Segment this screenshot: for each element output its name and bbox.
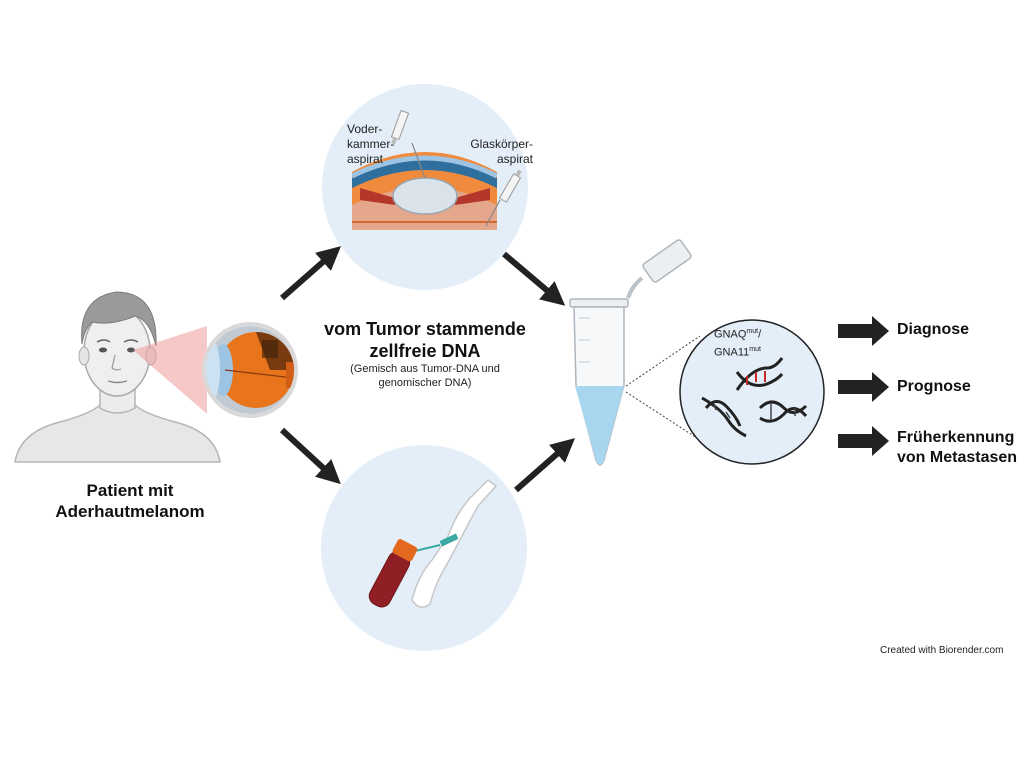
vitreous-label-line-2: aspirat: [496, 152, 533, 166]
gene-label-gna11-base: GNA11: [714, 346, 750, 359]
cfdna-title-line-2: zellfreie DNA: [369, 341, 481, 361]
zoom-line-top: [625, 335, 701, 387]
outcome-frueherkennung-line-1: Früherkennung: [897, 429, 1015, 446]
dna-strand-3: [758, 400, 808, 423]
patient-label-line-1: Patient mit: [86, 481, 174, 500]
outcome-diagnose: Diagnose: [897, 320, 969, 340]
arrow-blood-to-tube: [514, 438, 576, 493]
outcome-arrow-frueherkennung: [838, 426, 889, 456]
eye-anatomy-image: [202, 322, 298, 418]
arrow-eye-to-tube: [502, 251, 566, 306]
dna-zoom-circle: [679, 319, 825, 465]
outcome-prognose-line-1: Prognose: [897, 378, 971, 395]
patient-figure: [14, 291, 221, 463]
gene-label-gnaq-suffix: /: [758, 328, 762, 341]
vitreous-label-line-1: Glaskörper-: [470, 137, 533, 151]
patient-label: Patient mit Aderhautmelanom: [30, 480, 230, 522]
zoom-line-bottom: [625, 391, 701, 441]
gene-label-gnaq-base: GNAQ: [714, 328, 747, 341]
outcome-frueherkennung: Früherkennung von Metastasen: [897, 428, 1017, 468]
sample-tube: [569, 239, 692, 466]
cfdna-title: vom Tumor stammende zellfreie DNA: [305, 318, 545, 362]
patient-label-line-2: Aderhautmelanom: [55, 502, 205, 521]
blood-draw-image: [321, 445, 527, 651]
arrow-patient-to-eye: [280, 246, 342, 301]
cfdna-subtitle: (Gemisch aus Tumor-DNA und genomischer D…: [320, 362, 530, 390]
anterior-chamber-label-line-2: kammer-: [347, 137, 395, 151]
dna-strand-mutated: [735, 357, 784, 391]
gene-label-gna11: GNA11mut: [714, 343, 761, 360]
gene-label-gnaq-sup: mut: [746, 328, 759, 335]
anterior-chamber-label: Voder- kammer- aspirat: [347, 122, 407, 167]
vitreous-label: Glaskörper- aspirat: [451, 137, 533, 167]
credit-text: Created with Biorender.com: [880, 645, 1004, 656]
cfdna-title-line-1: vom Tumor stammende: [324, 319, 526, 339]
outcome-prognose: Prognose: [897, 377, 971, 397]
anterior-chamber-label-line-1: Voder-: [347, 122, 383, 136]
eye-aspirate-image: [322, 84, 528, 290]
magnification-cone: [133, 326, 207, 414]
outcome-arrow-prognose: [838, 372, 889, 402]
outcome-diagnose-line-1: Diagnose: [897, 321, 970, 338]
dna-strand-2: [701, 396, 747, 438]
outcome-arrow-diagnose: [838, 316, 889, 346]
cfdna-subtitle-line-2: genomischer DNA): [378, 377, 472, 389]
outcome-frueherkennung-line-2: von Metastasen: [897, 449, 1018, 466]
anterior-chamber-label-line-3: aspirat: [347, 152, 384, 166]
gene-label-gna11-sup: mut: [749, 346, 761, 353]
gene-label-gnaq: GNAQmut/: [714, 325, 761, 342]
cfdna-subtitle-line-1: (Gemisch aus Tumor-DNA und: [350, 363, 500, 375]
arrow-patient-to-blood: [279, 427, 341, 485]
